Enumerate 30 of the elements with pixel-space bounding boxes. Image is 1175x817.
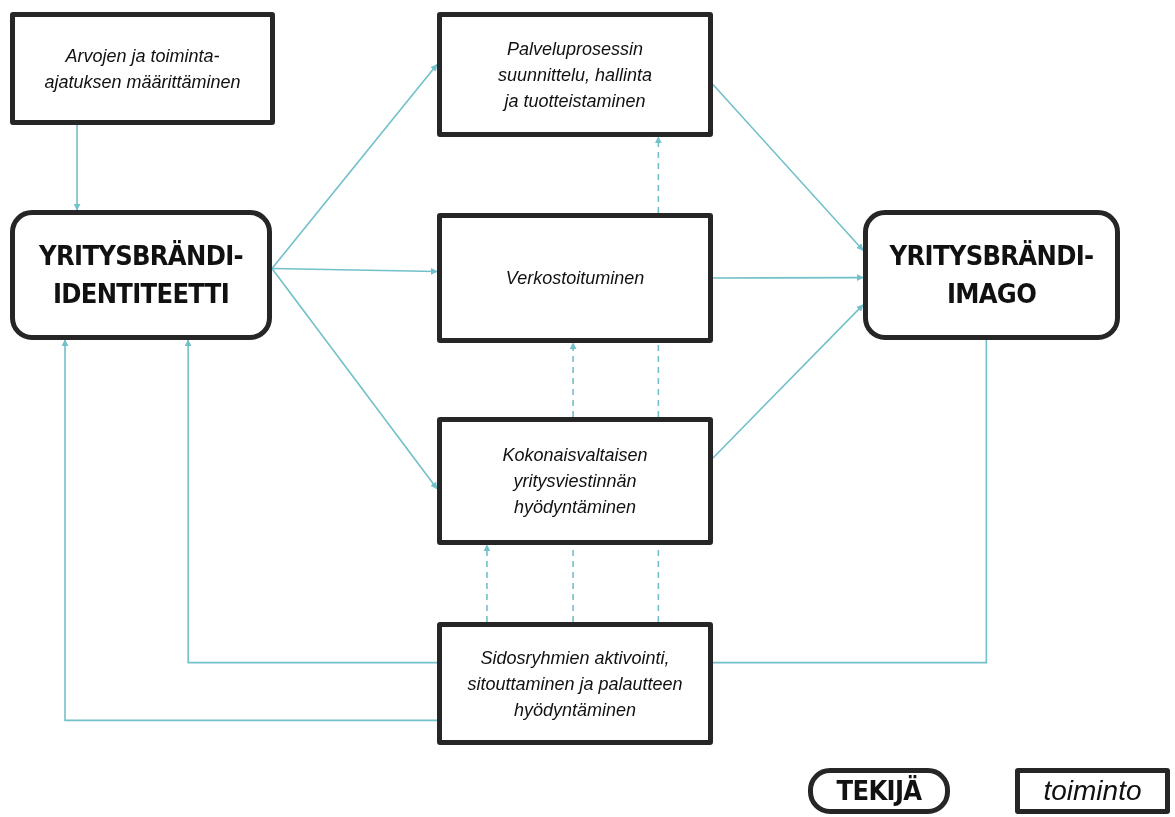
actor-box (863, 210, 1120, 340)
action-label: Verkostoituminen (505, 267, 645, 290)
actor-label: TEKIJÄ (836, 774, 922, 808)
arrow (61, 339, 438, 722)
arrow (712, 274, 864, 282)
arrow (483, 544, 491, 623)
action-box (437, 213, 713, 343)
arrow (184, 339, 438, 664)
arrow (271, 267, 438, 275)
action-box (437, 622, 713, 745)
action-label: Palveluprosessin suunnittelu, hallinta ja tuotteistaminen (496, 37, 654, 113)
action-box (1015, 768, 1170, 814)
action-box (10, 12, 275, 125)
action-label: Arvojen ja toiminta- ajatuksen määrittäminen (43, 44, 242, 94)
action-label: Sidosryhmien aktivointi, sitouttaminen ja palautteen hyödyntäminen (466, 646, 684, 722)
actor-box (808, 768, 950, 814)
arrow (73, 124, 81, 211)
actor-label: YRITYSBRÄNDI- IMAGO (888, 239, 1095, 311)
actor-box (10, 210, 272, 340)
arrow (712, 304, 864, 459)
arrow (712, 83, 864, 252)
action-label: Kokonaisvaltaisen yritysviestinnän hyödyntäminen (501, 444, 649, 519)
arrow (569, 342, 577, 418)
arrow (271, 63, 438, 270)
action-label: toiminto (1043, 774, 1142, 808)
action-box (437, 417, 713, 545)
action-box (437, 12, 713, 137)
arrow (271, 267, 438, 490)
actor-label: YRITYSBRÄNDI- IDENTITEETTI (38, 239, 244, 311)
arrow (654, 136, 662, 214)
